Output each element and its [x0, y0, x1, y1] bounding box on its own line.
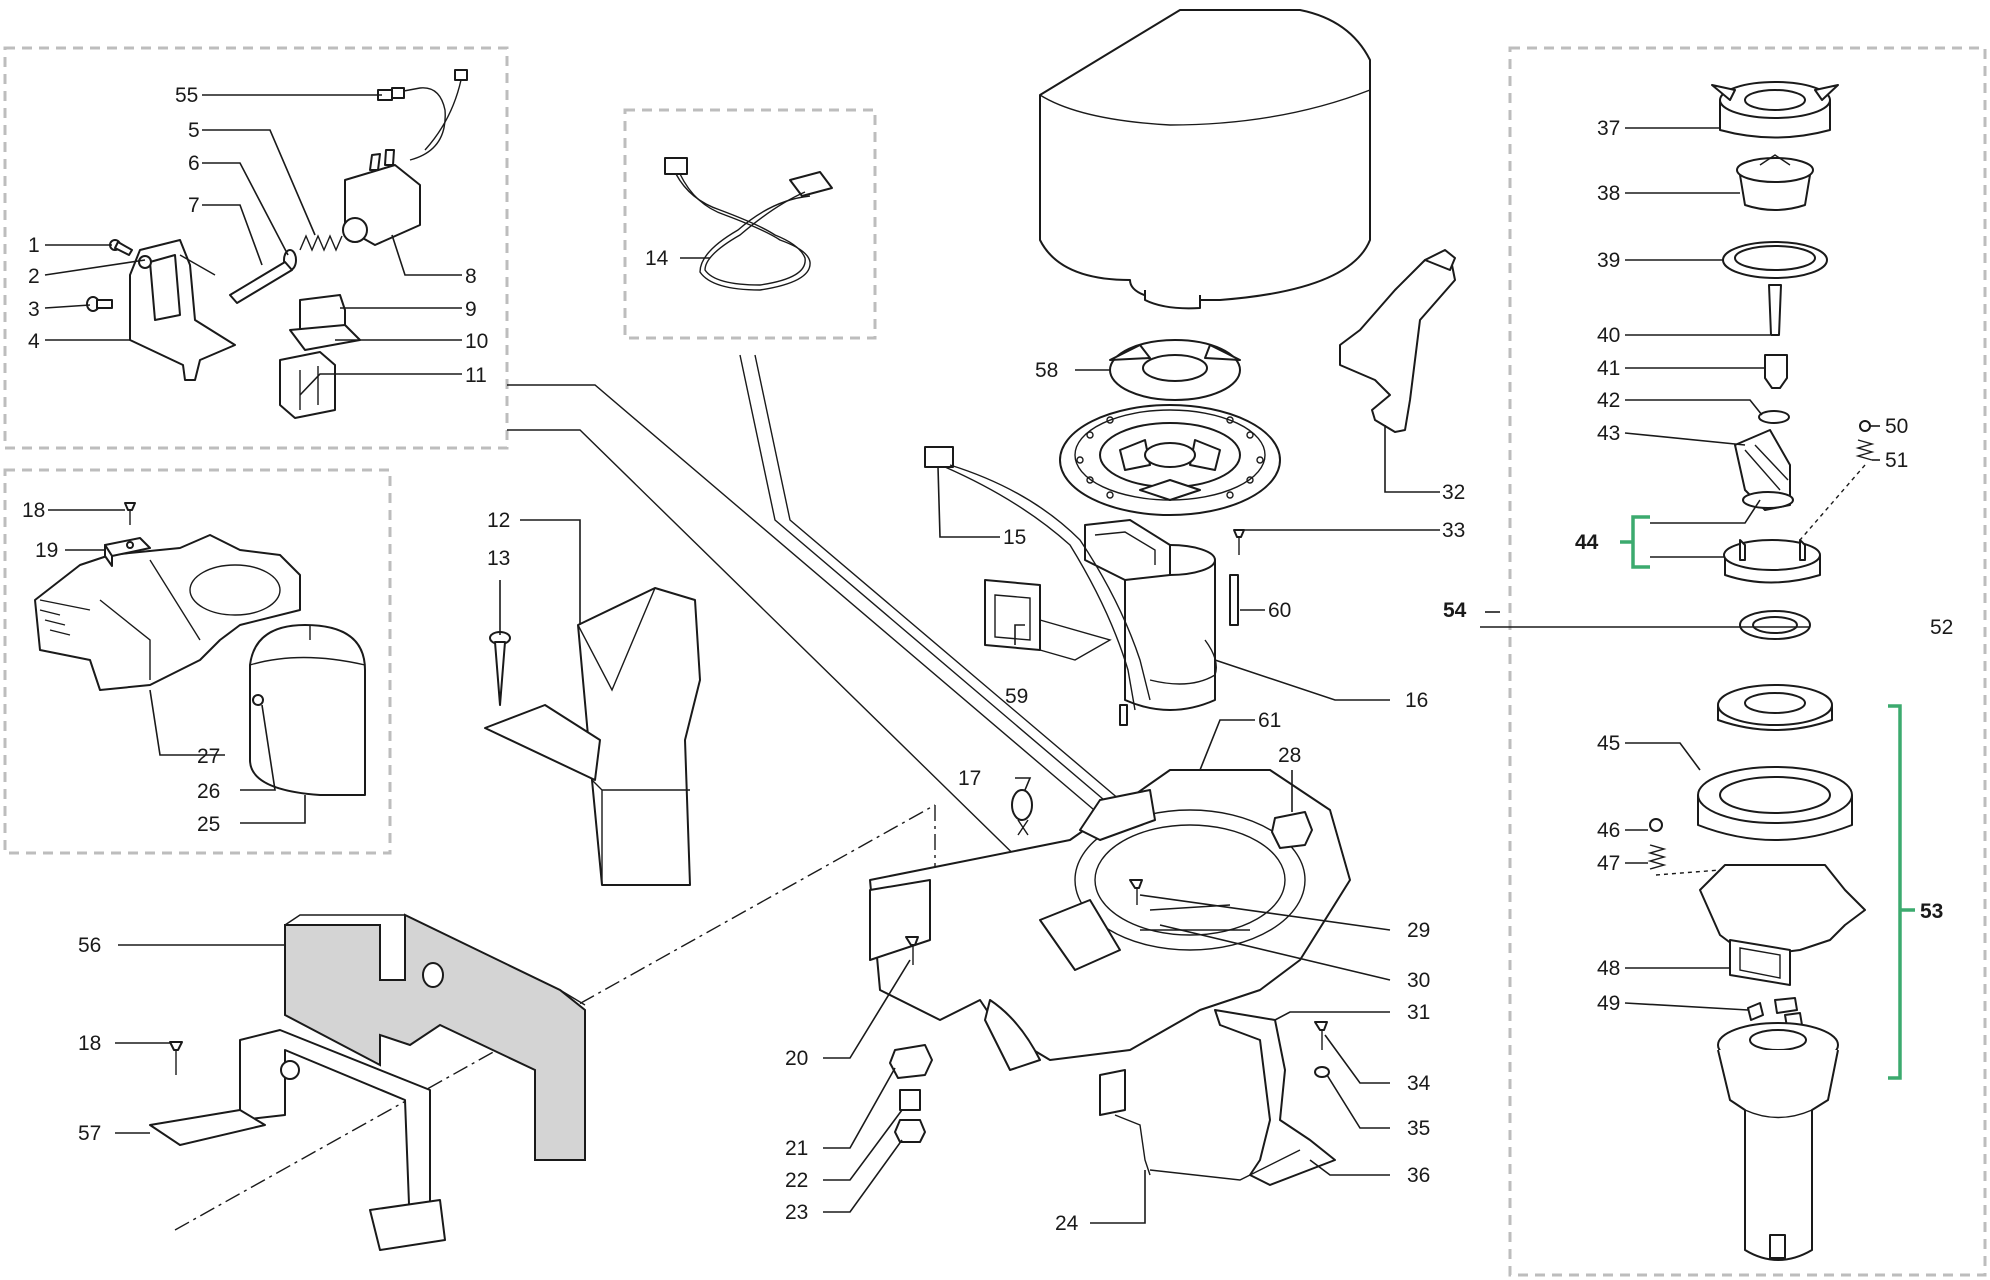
part-label-6: 6 [188, 152, 200, 175]
part-label-4: 4 [28, 330, 40, 353]
base-chassis-drawing [869, 769, 1351, 1186]
part-label-39: 39 [1597, 249, 1620, 272]
part-label-46: 46 [1597, 819, 1620, 842]
part-label-22: 22 [785, 1169, 808, 1192]
part-label-57: 57 [78, 1122, 101, 1145]
part-label-42: 42 [1597, 389, 1620, 412]
part-label-17: 17 [958, 767, 981, 790]
part-label-55: 55 [175, 84, 198, 107]
part-label-5: 5 [188, 119, 200, 142]
bracket-57-drawing [149, 1029, 446, 1251]
part-label-15: 15 [1003, 526, 1026, 549]
detail-frame-top-left [3, 46, 509, 450]
part-label-43: 43 [1597, 422, 1620, 445]
part-label-26: 26 [197, 780, 220, 803]
part-label-30: 30 [1407, 969, 1430, 992]
part-label-36: 36 [1407, 1164, 1430, 1187]
assembly-bracket-44 [1620, 515, 1650, 569]
part-label-34: 34 [1407, 1072, 1431, 1095]
part-label-31: 31 [1407, 1001, 1430, 1024]
part-label-60: 60 [1268, 599, 1291, 622]
part-label-49: 49 [1597, 992, 1620, 1015]
detail-frame-cable [623, 108, 877, 340]
part-label-54: 54 [1443, 599, 1467, 622]
part-label-9: 9 [465, 298, 477, 321]
part-label-51: 51 [1885, 449, 1908, 472]
grinder-stack-drawing [1647, 81, 1875, 1261]
detail-frame-grinder [1508, 46, 1987, 1277]
part-label-8: 8 [465, 265, 477, 288]
assembly-bracket-53 [1888, 704, 1915, 1080]
part-label-35: 35 [1407, 1117, 1430, 1140]
part-label-37: 37 [1597, 117, 1620, 140]
part-label-50: 50 [1885, 415, 1908, 438]
part-label-18a: 18 [22, 499, 45, 522]
part-label-61: 61 [1258, 709, 1281, 732]
part-label-7: 7 [188, 194, 200, 217]
frame-59-drawing [984, 579, 1112, 661]
part-label-20: 20 [785, 1047, 808, 1070]
part-label-58: 58 [1035, 359, 1058, 382]
funnel-12-drawing [484, 587, 701, 886]
part-label-25: 25 [197, 813, 220, 836]
part-label-53: 53 [1920, 900, 1943, 923]
part-label-52: 52 [1930, 616, 1953, 639]
part-label-13: 13 [487, 547, 510, 570]
part-label-32: 32 [1442, 481, 1465, 504]
detail-frame-middle-left [3, 468, 392, 855]
part-label-48: 48 [1597, 957, 1620, 980]
part-label-29: 29 [1407, 919, 1430, 942]
part-label-38: 38 [1597, 182, 1620, 205]
part-label-59: 59 [1005, 685, 1028, 708]
part-label-45: 45 [1597, 732, 1620, 755]
part-label-47: 47 [1597, 852, 1620, 875]
part-label-23: 23 [785, 1201, 808, 1224]
part-label-19: 19 [35, 539, 58, 562]
switch-mechanism-drawing [86, 69, 468, 419]
part-label-2: 2 [28, 265, 40, 288]
part-label-1: 1 [28, 234, 40, 257]
part-label-12: 12 [487, 509, 510, 532]
part-label-18b: 18 [78, 1032, 101, 1055]
cable-drawing [664, 157, 833, 291]
grinder-housing-drawing [924, 404, 1281, 726]
part-label-10: 10 [465, 330, 488, 353]
part-label-40: 40 [1597, 324, 1620, 347]
hopper-drawing [1039, 9, 1371, 310]
guide-lines [174, 354, 1121, 1231]
part-label-41: 41 [1597, 357, 1620, 380]
part-label-24: 24 [1055, 1212, 1079, 1235]
bracket-32-drawing [1339, 249, 1456, 433]
part-label-14: 14 [645, 247, 669, 270]
part-label-16: 16 [1405, 689, 1428, 712]
part-label-28: 28 [1278, 744, 1301, 767]
leader-lines [44, 94, 1880, 1224]
ring-58-drawing [1109, 339, 1241, 401]
holder-cover-drawing [34, 502, 366, 796]
part-labels: 55 5 6 7 1 2 3 4 8 9 10 11 18 19 27 26 2… [22, 84, 1953, 1235]
part-label-33: 33 [1442, 519, 1465, 542]
part-label-3: 3 [28, 298, 40, 321]
part-label-44: 44 [1575, 531, 1599, 554]
part-label-27: 27 [197, 745, 220, 768]
insulation-56-drawing [284, 913, 586, 1161]
part-label-21: 21 [785, 1137, 808, 1160]
part-label-11: 11 [465, 364, 487, 387]
part-label-56: 56 [78, 934, 101, 957]
